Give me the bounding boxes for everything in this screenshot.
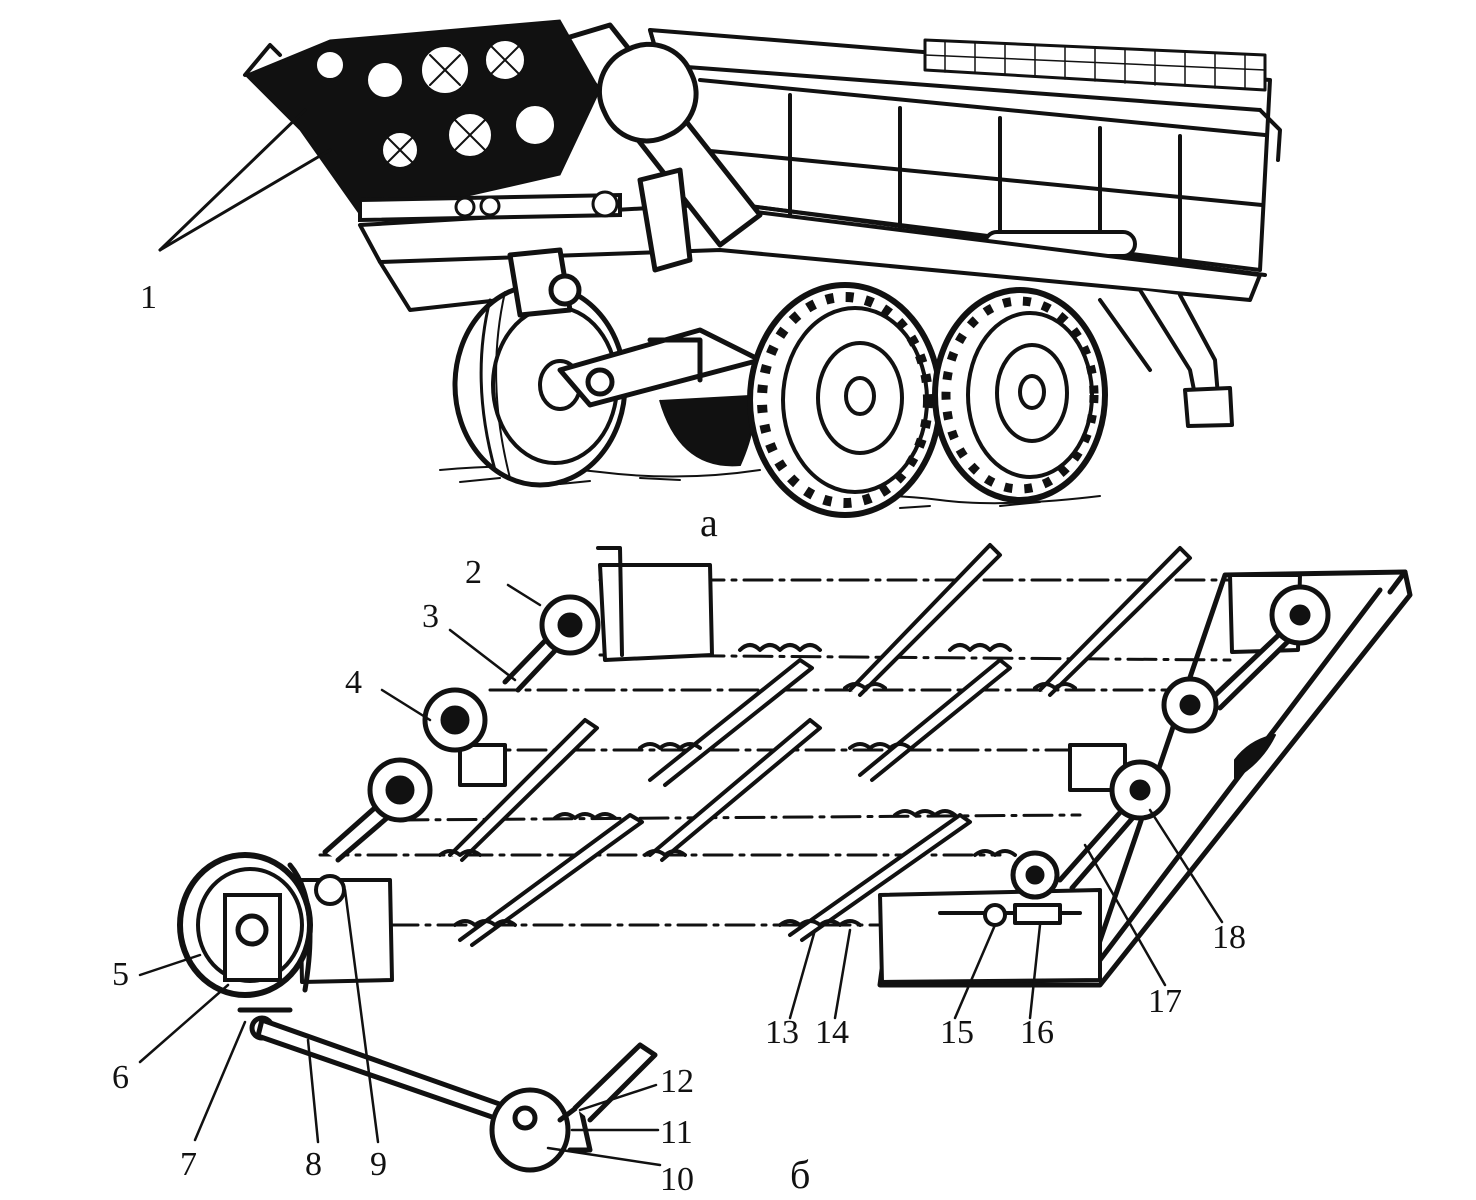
label-9: 9 [370, 1146, 387, 1183]
label-11: 11 [660, 1114, 693, 1151]
caption-b: б [790, 1152, 810, 1197]
caption-a: а [700, 500, 718, 545]
leader-1 [158, 108, 332, 252]
crank-linkage [237, 1007, 658, 1173]
drive-pulley [177, 852, 313, 998]
front-wheel-rear [659, 394, 755, 467]
label-16: 16 [1020, 1014, 1054, 1051]
label-18: 18 [1212, 919, 1246, 956]
sprockets [314, 584, 1331, 906]
label-2: 2 [465, 554, 482, 591]
chain-links [438, 643, 1077, 927]
pickup-header [243, 19, 622, 223]
label-5: 5 [112, 956, 129, 993]
figure-a-trailer: 1 а [140, 19, 1282, 545]
label-6: 6 [112, 1059, 129, 1096]
label-4: 4 [345, 664, 362, 701]
label-17: 17 [1148, 983, 1182, 1020]
slats [448, 543, 1192, 947]
label-13: 13 [765, 1014, 799, 1051]
label-3: 3 [422, 598, 439, 635]
tensioner [938, 903, 1082, 927]
label-10: 10 [660, 1161, 694, 1198]
cargo-body [648, 28, 1282, 277]
rear-wheel-1 [747, 282, 943, 518]
elevator-arm [557, 22, 763, 273]
leader-lines [138, 583, 1224, 1167]
label-8: 8 [305, 1146, 322, 1183]
front-wheel [452, 282, 628, 488]
label-14: 14 [815, 1014, 849, 1051]
label-1: 1 [140, 279, 157, 316]
label-12: 12 [660, 1063, 694, 1100]
rear-wheel-2 [932, 287, 1108, 503]
chassis [358, 203, 1262, 428]
label-15: 15 [940, 1014, 974, 1051]
figure-b-conveyor: 2 3 4 5 6 7 8 9 10 11 12 13 14 15 16 17 … [112, 543, 1413, 1198]
axle-beam [507, 247, 763, 408]
label-7: 7 [180, 1146, 197, 1183]
